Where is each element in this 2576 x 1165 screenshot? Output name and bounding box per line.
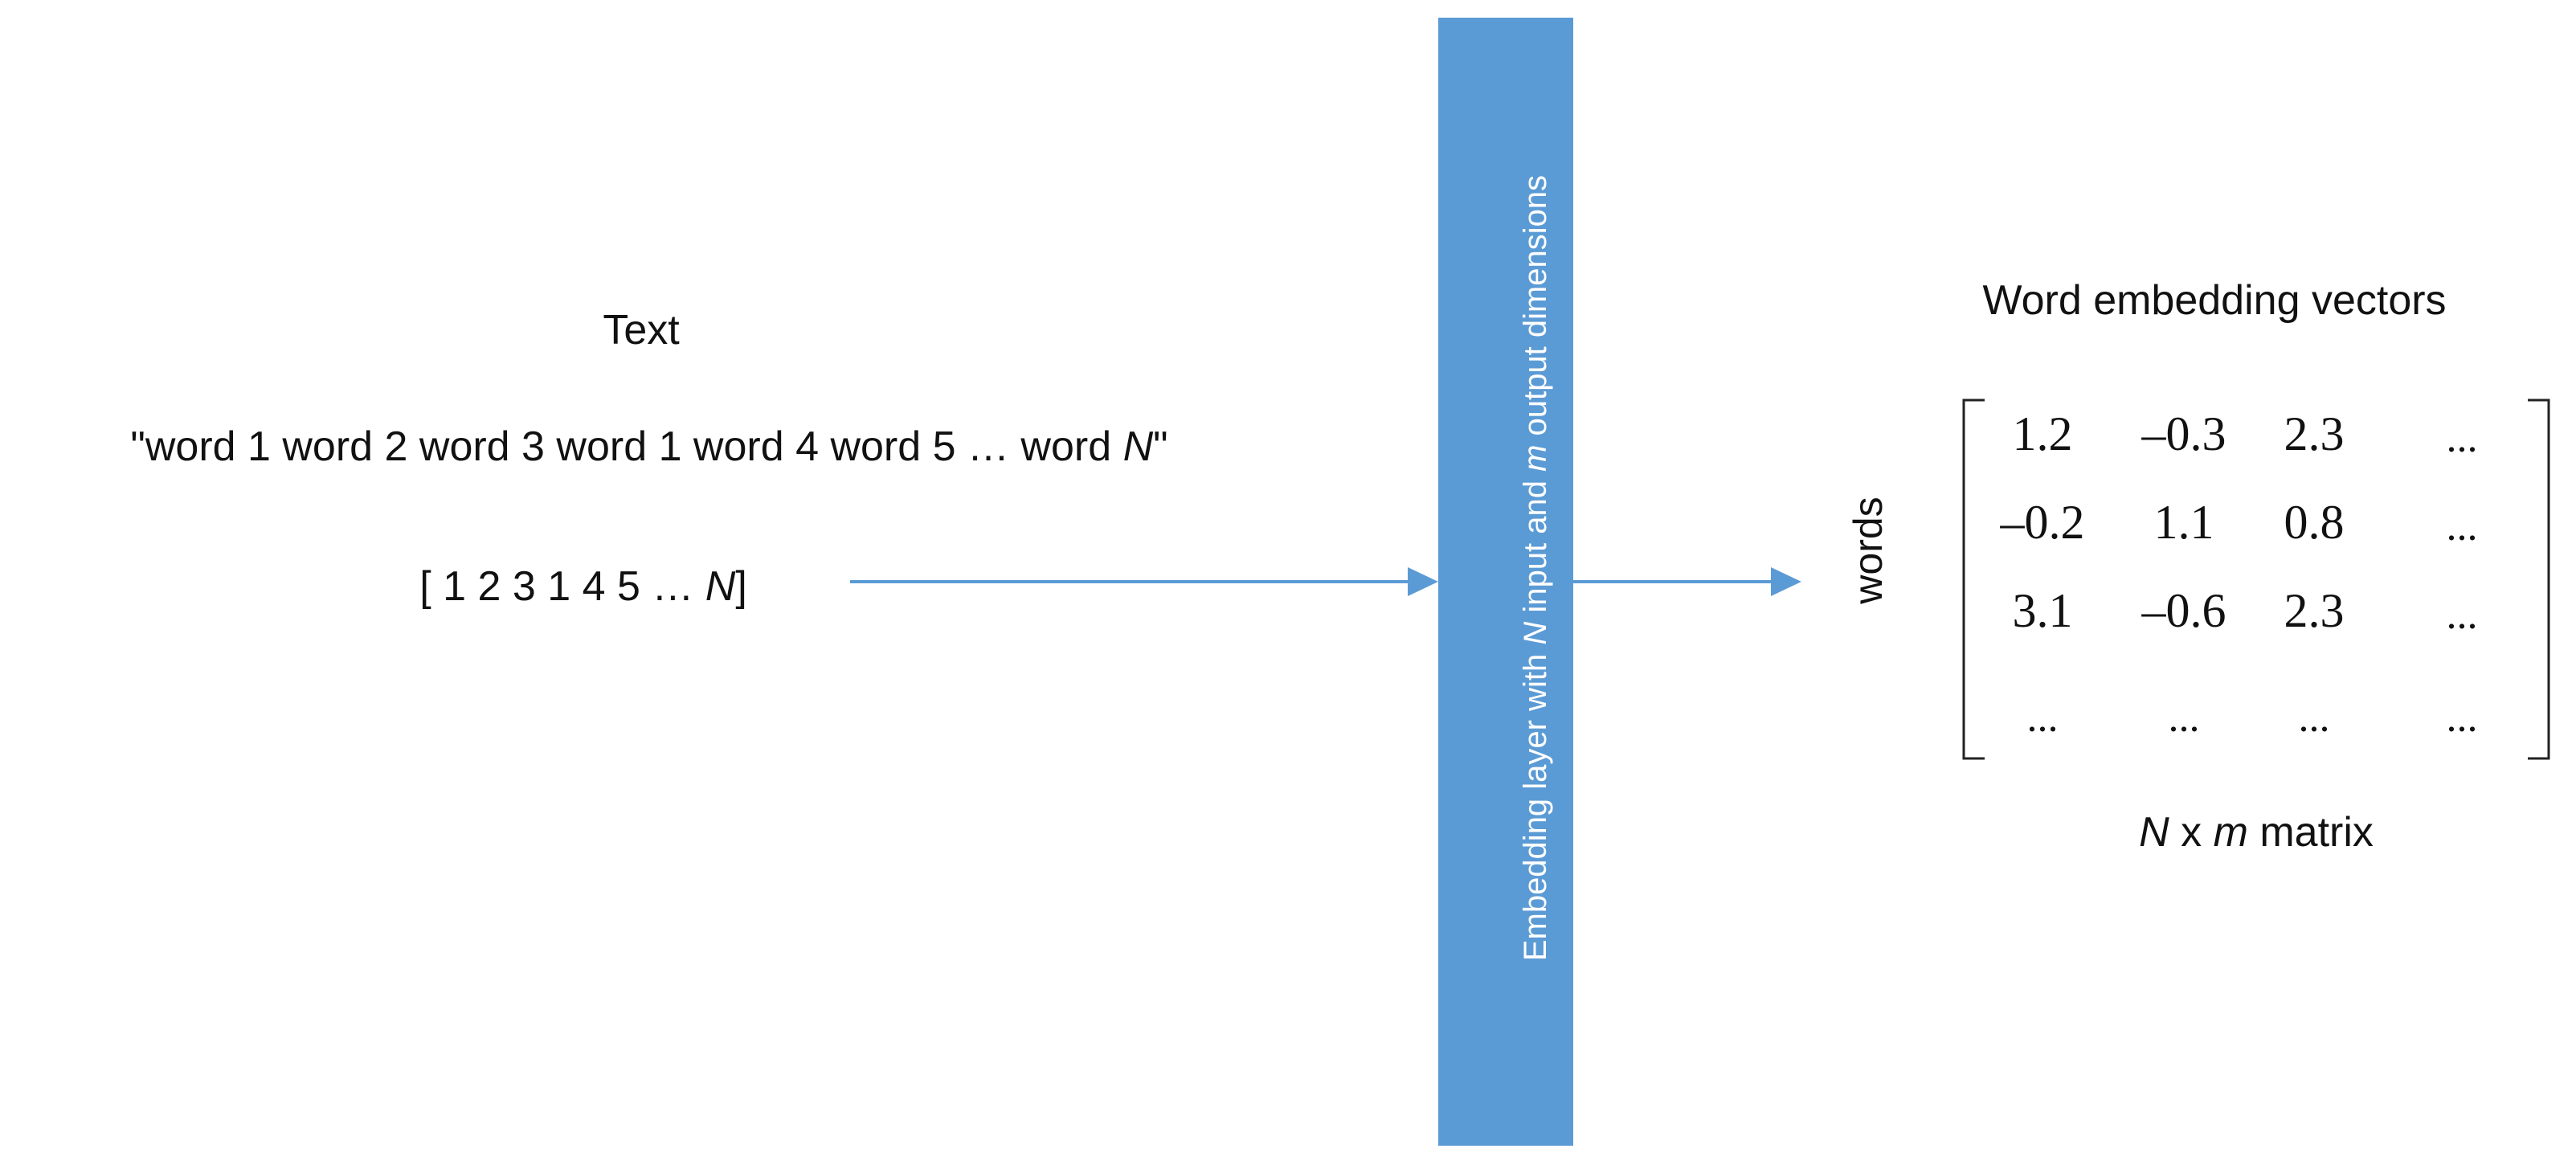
input-to-layer-arrow (850, 567, 1438, 596)
layer-label-part2: input and (1518, 471, 1553, 622)
caption-var-n: N (2139, 809, 2169, 856)
matrix-cell: 2.3 (2284, 584, 2345, 637)
embedding-layer-label: Embedding layer with N input and m outpu… (1518, 174, 1553, 962)
text-sentence-prefix: "word 1 word 2 word 3 word 1 word 4 word… (130, 423, 1123, 470)
matrix-left-bracket (1962, 399, 1985, 760)
token-indices-prefix: [ 1 2 3 1 4 5 … (419, 563, 705, 610)
layer-label-var-m: m (1518, 444, 1553, 472)
matrix-cell: –0.2 (2000, 496, 2085, 549)
matrix-cell: 1.1 (2153, 496, 2214, 549)
token-indices-variable: N (705, 563, 736, 610)
matrix-cell: ... (2446, 504, 2478, 550)
matrix-cell: ... (2446, 592, 2478, 638)
matrix-cell: ... (2446, 695, 2478, 741)
matrix-cell: ... (2026, 695, 2059, 741)
matrix-right-bracket (2528, 399, 2550, 760)
layer-label-var-n: N (1518, 621, 1553, 645)
embedding-layer-bar (1438, 18, 1573, 1146)
words-axis-label: words (1846, 497, 1891, 604)
layer-label-part1: Embedding layer with (1518, 644, 1553, 962)
matrix-cell: –0.6 (2141, 584, 2226, 637)
token-indices: [ 1 2 3 1 4 5 … N] (419, 566, 747, 607)
token-indices-suffix: ] (735, 563, 747, 610)
matrix-cell: –0.3 (2141, 407, 2226, 460)
matrix-cell: 2.3 (2284, 407, 2345, 460)
text-sentence: "word 1 word 2 word 3 word 1 word 4 word… (130, 426, 1167, 468)
matrix-cell: ... (2168, 695, 2200, 741)
caption-suffix: matrix (2247, 809, 2374, 856)
layer-to-output-arrow (1573, 567, 1801, 596)
matrix-cell: ... (2446, 415, 2478, 461)
layer-label-part3: output dimensions (1518, 174, 1553, 445)
text-heading: Text (603, 307, 680, 354)
matrix-cell: ... (2298, 695, 2330, 741)
matrix-cell: 0.8 (2284, 496, 2345, 549)
matrix-cell: 3.1 (2012, 584, 2073, 637)
matrix-caption: N x m matrix (2139, 811, 2374, 853)
output-heading: Word embedding vectors (1982, 277, 2447, 324)
caption-var-m: m (2213, 809, 2248, 856)
caption-mid: x (2169, 809, 2214, 856)
text-sentence-variable: N (1122, 423, 1154, 470)
matrix-cell: 1.2 (2012, 407, 2073, 460)
text-sentence-suffix: " (1153, 423, 1168, 470)
